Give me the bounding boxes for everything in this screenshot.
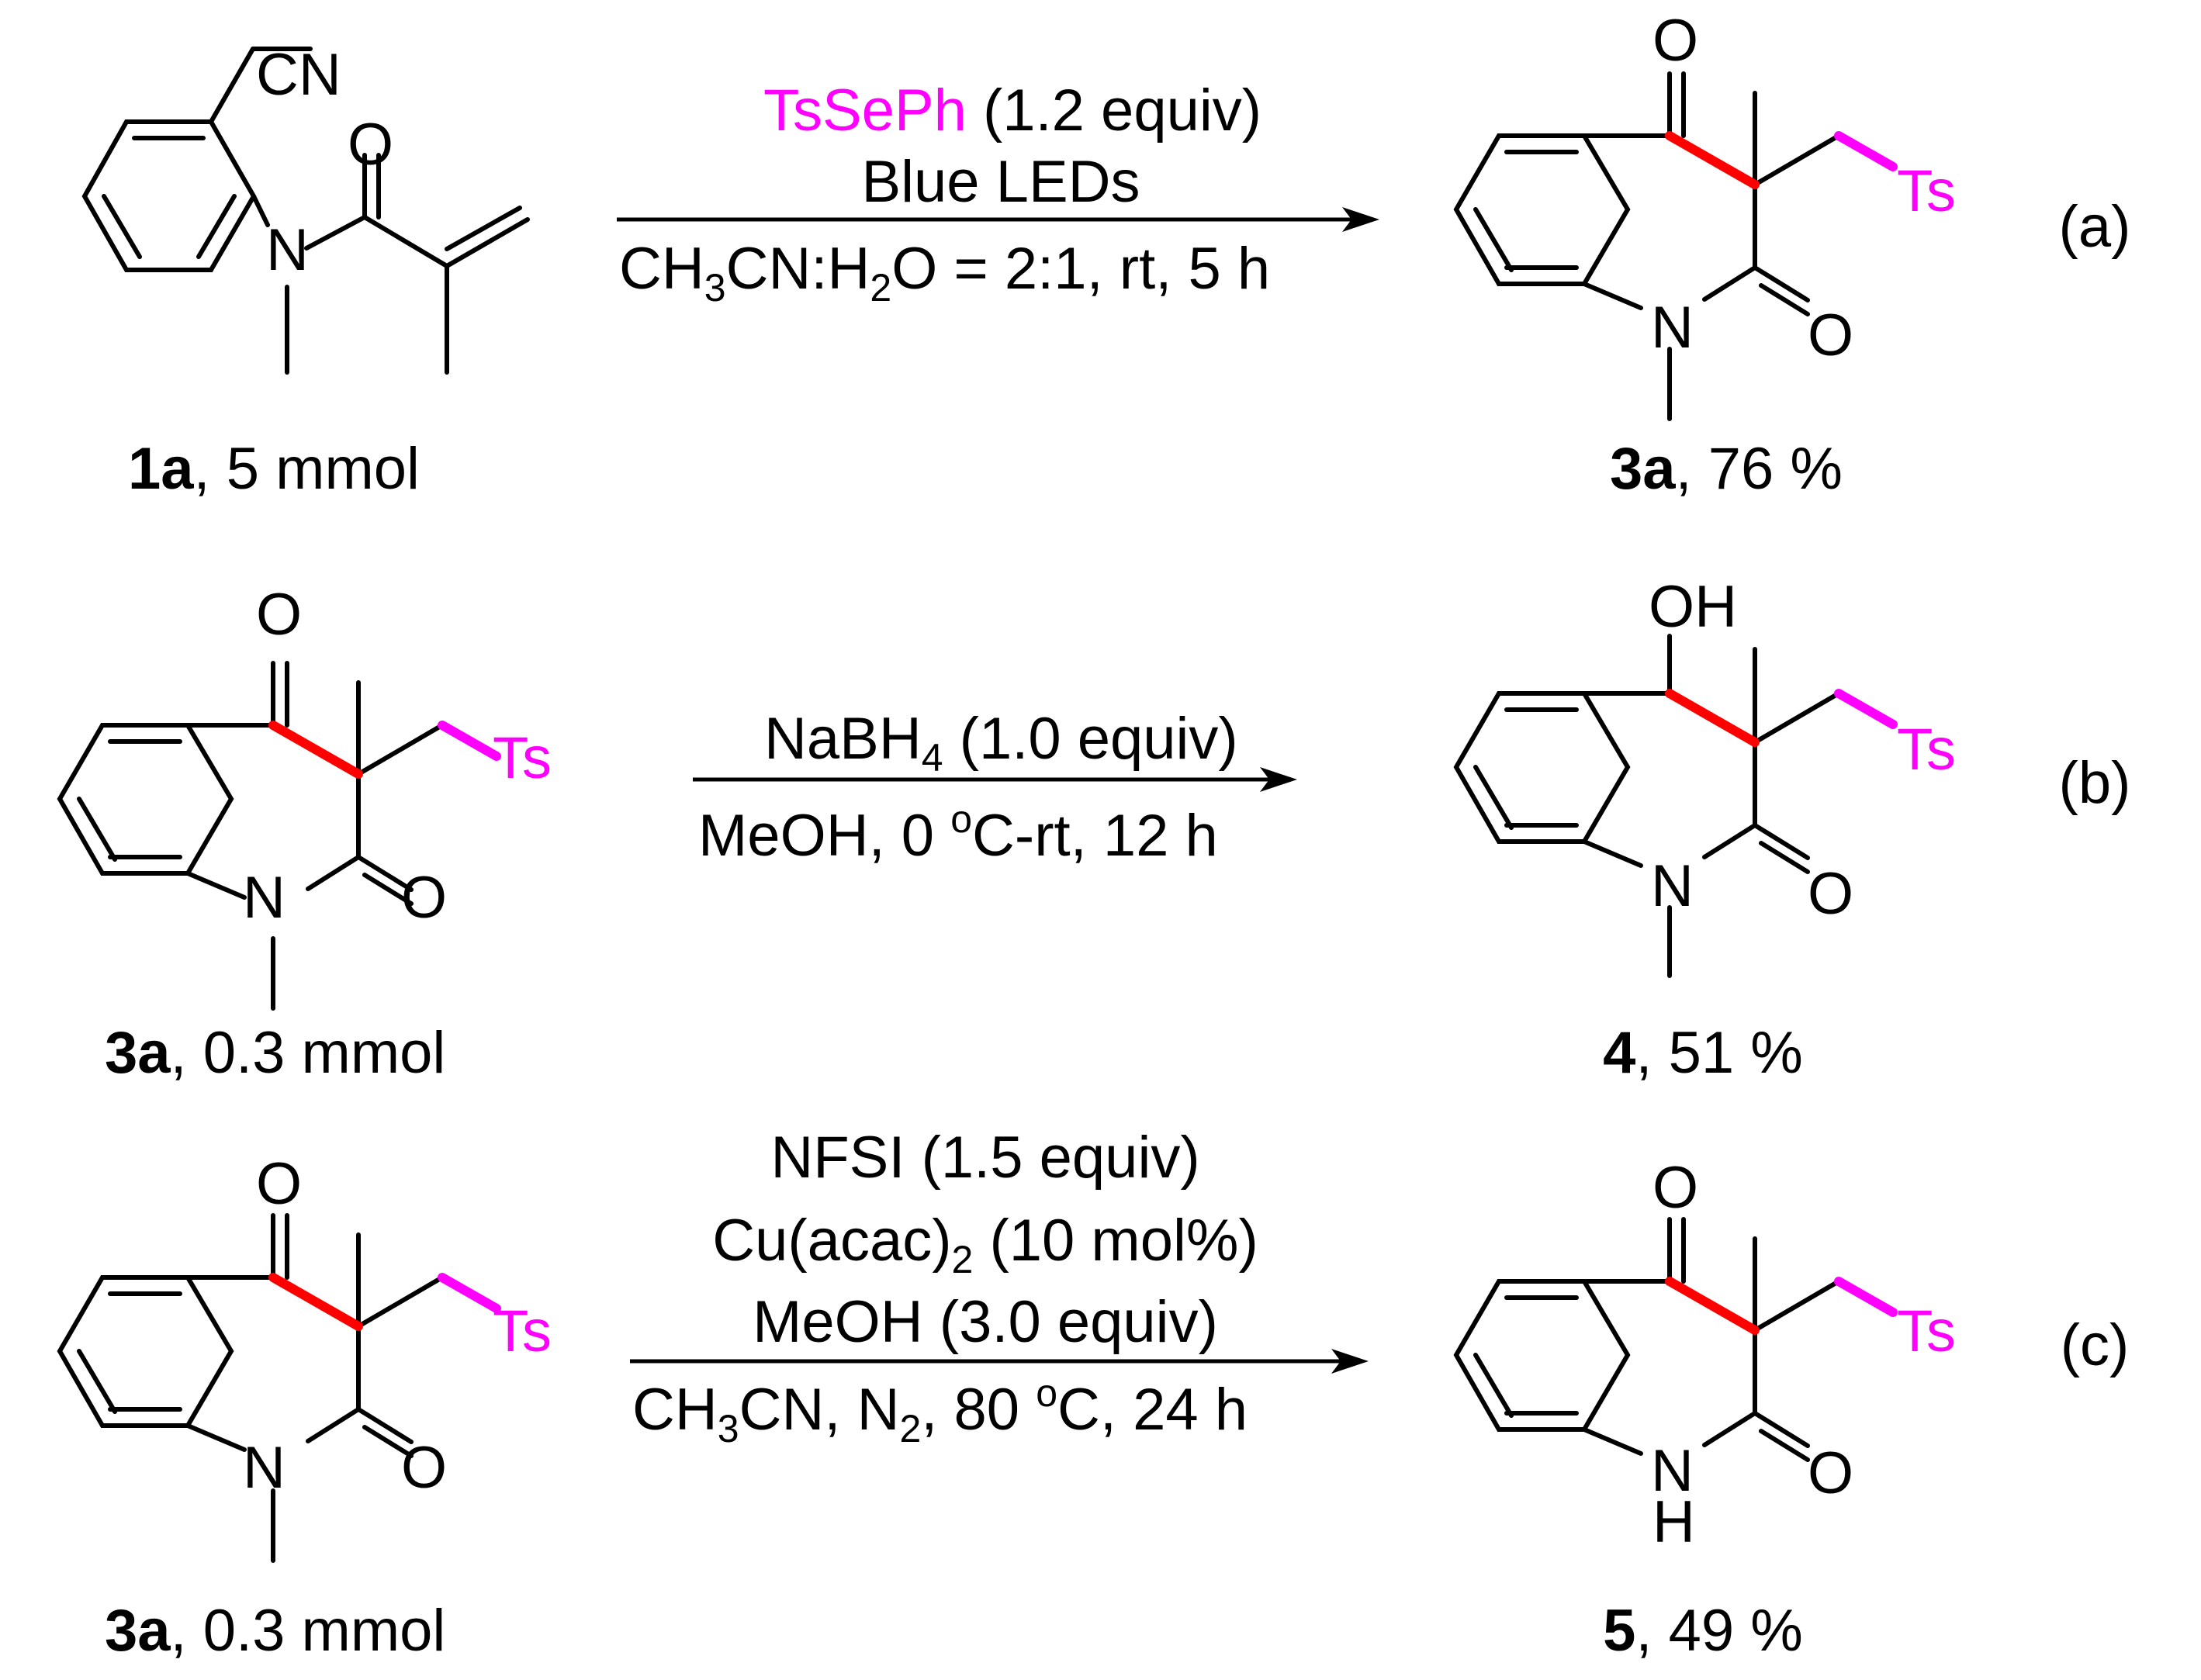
compound-3a-start-structure: O Ts N O (57, 582, 552, 1011)
compound-3a-product-structure: O Ts N O (1453, 8, 1956, 421)
compound-5-structure: O Ts N H O (1453, 1155, 1956, 1555)
cyano-atom-label: CN (256, 42, 341, 108)
row-tag-b: (b) (2059, 750, 2131, 816)
lactam-o-atom-label: O (401, 865, 447, 931)
lactam-n-atom-label: N (243, 1435, 286, 1501)
reagent-line-2: Cu(acac)2 (10 mol%) (712, 1208, 1258, 1281)
row-a: CN O N 1a, 5 mmol TsSePh (1.2 equiv) Blu… (81, 8, 2131, 502)
reagent-line-3: CH3CN:H2O = 2:1, rt, 5 h (619, 236, 1270, 309)
lactam-o-atom-label: O (401, 1435, 447, 1501)
ts-group-label: Ts (493, 725, 552, 791)
compound-label-3a: 3a, 76 % (1610, 436, 1843, 502)
compound-3a-start-structure: O Ts N O (57, 1151, 552, 1563)
reagent-line-2: Blue LEDs (861, 149, 1140, 215)
compound-label-4: 4, 51 % (1603, 1020, 1803, 1086)
ketone-o-atom-label: O (256, 582, 302, 648)
reagent-line-1: NFSI (1.5 equiv) (770, 1125, 1199, 1191)
compound-label-3a: 3a, 0.3 mmol (105, 1598, 445, 1664)
ketone-o-atom-label: O (256, 1151, 302, 1217)
row-tag-c: (c) (2061, 1312, 2130, 1378)
nh-hydrogen-atom-label: H (1652, 1489, 1695, 1555)
compound-4-structure: OH Ts N O (1453, 574, 1956, 978)
arrowhead-c (1331, 1349, 1369, 1374)
row-b: O Ts N O 3a, 0.3 mmol NaBH4 (1.0 equiv) … (57, 574, 2131, 1086)
arrowhead-b (1260, 767, 1297, 792)
reagent-line-1: NaBH4 (1.0 equiv) (764, 706, 1238, 780)
lactam-n-atom-label: N (1651, 295, 1694, 361)
reagent-line-2: MeOH, 0 oC-rt, 12 h (698, 797, 1218, 869)
ts-group-label: Ts (493, 1298, 552, 1364)
ts-group-label: Ts (1897, 1298, 1956, 1364)
ts-group-label: Ts (1897, 158, 1956, 224)
compound-1a-structure: CN O N (81, 42, 530, 375)
lactam-o-atom-label: O (1808, 1440, 1853, 1506)
ketone-o-atom-label: O (1652, 1155, 1698, 1221)
lactam-n-atom-label: N (1651, 853, 1694, 919)
ketone-o-atom-label: O (1652, 8, 1698, 74)
arrowhead-a (1342, 207, 1379, 232)
compound-label-3a: 3a, 0.3 mmol (105, 1020, 445, 1086)
row-c: O Ts N O 3a, 0.3 mmol NFSI (1.5 equiv) C… (57, 1125, 2130, 1664)
lactam-o-atom-label: O (1808, 302, 1853, 368)
reagent-line-4: CH3CN, N2, 80 oC, 24 h (632, 1371, 1248, 1450)
hydroxyl-atom-label: OH (1649, 574, 1737, 640)
ts-group-label: Ts (1897, 717, 1956, 783)
row-tag-a: (a) (2059, 194, 2131, 260)
reagent-line-1: TsSePh (1.2 equiv) (763, 78, 1261, 143)
compound-label-1a: 1a, 5 mmol (128, 436, 420, 502)
lactam-n-atom-label: N (1651, 1438, 1694, 1504)
lactam-o-atom-label: O (1808, 861, 1853, 927)
lactam-n-atom-label: N (243, 865, 286, 931)
amide-n-atom-label: N (266, 217, 309, 283)
reagent-line-3: MeOH (3.0 equiv) (753, 1289, 1218, 1355)
carbonyl-o-atom-label: O (348, 112, 393, 178)
compound-label-5: 5, 49 % (1603, 1598, 1803, 1664)
